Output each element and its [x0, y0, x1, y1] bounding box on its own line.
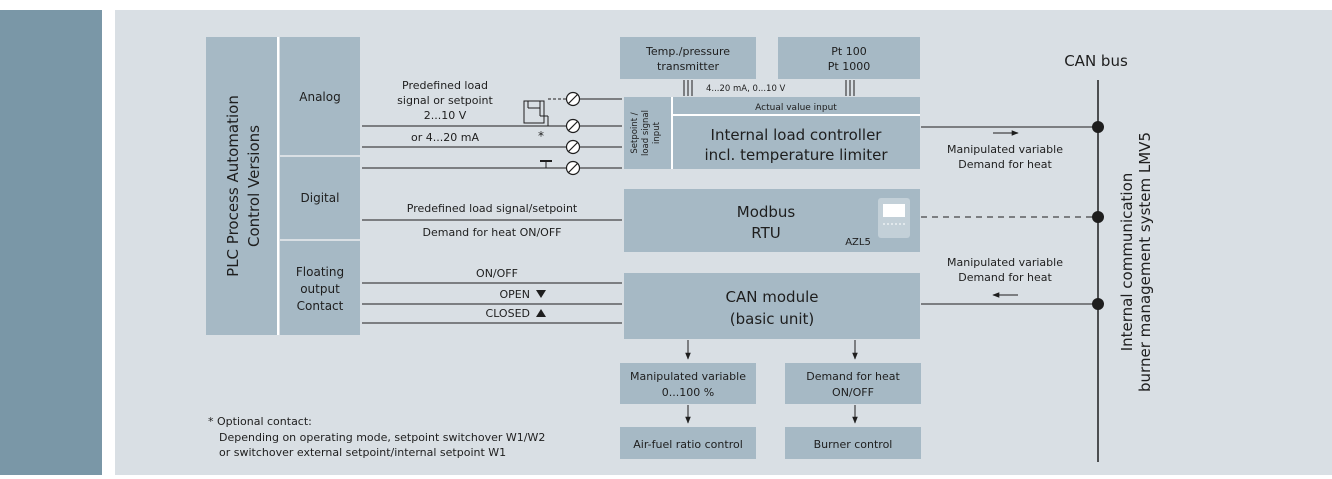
demand-box: Demand for heat ON/OFF [785, 363, 921, 404]
floating-label-3: Contact [297, 299, 344, 313]
signal-range-label: 4...20 mA, 0...10 V [706, 84, 786, 94]
demand-label-1: Demand for heat [806, 370, 900, 383]
predef-label-1: Predefined load [402, 79, 488, 92]
controller-label-2: incl. temperature limiter [704, 146, 888, 164]
can-label-2: (basic unit) [730, 310, 814, 328]
setpoint-label-3: input [652, 121, 662, 144]
burner-control-box: Burner control [785, 427, 921, 459]
output-arrows [685, 340, 858, 424]
digital-cell [280, 157, 360, 239]
optional-star: * [538, 129, 544, 143]
azl5-display-icon [878, 198, 910, 238]
sidebar-strip [0, 10, 102, 475]
footnote-line3: or switchover external setpoint/internal… [219, 446, 506, 459]
closed-label: CLOSED [486, 307, 530, 320]
terminal-icons [565, 91, 581, 176]
can-bus-label: CAN bus [1064, 52, 1128, 70]
plc-title-line1: PLC Process Automation [224, 95, 242, 277]
predef-modbus-label: Predefined load signal/setpoint [407, 202, 578, 215]
temp-pressure-box: Temp./pressure transmitter [620, 37, 756, 79]
airfuel-label: Air-fuel ratio control [633, 438, 743, 451]
azl5-label: AZL5 [845, 237, 871, 248]
mv-top-label-1: Manipulated variable [947, 143, 1063, 156]
sensor-connectors [683, 80, 855, 96]
temp-label-2: transmitter [657, 60, 719, 73]
predef-label-3: 2...10 V [424, 109, 467, 122]
load-controller-block: Actual value input Setpoint / load signa… [624, 97, 920, 169]
mv-bot-label-1: Manipulated variable [947, 256, 1063, 269]
internal-label-1: Internal communication [1118, 173, 1136, 352]
bus-node [1092, 211, 1104, 223]
closed-triangle-icon [536, 309, 546, 317]
can-bus [921, 80, 1099, 462]
footnote-line1: * Optional contact: [208, 415, 312, 428]
footnote-line2: Depending on operating mode, setpoint sw… [219, 431, 545, 444]
floating-label-2: output [300, 282, 340, 296]
pt-label-1: Pt 100 [831, 45, 866, 58]
plc-input-types: Analog Digital Floating output Contact [280, 37, 360, 335]
analog-label: Analog [299, 90, 340, 104]
plc-block: PLC Process Automation Control Versions [206, 37, 279, 335]
bus-node [1092, 298, 1104, 310]
setpoint-label-2: load signal [641, 110, 651, 156]
controller-label-1: Internal load controller [711, 126, 883, 144]
mv-bot-label-2: Demand for heat [958, 271, 1052, 284]
modbus-block: Modbus RTU AZL5 [624, 189, 920, 252]
setpoint-label-1: Setpoint / [630, 112, 640, 153]
mv-top-label-2: Demand for heat [958, 158, 1052, 171]
temp-label-1: Temp./pressure [645, 45, 730, 58]
demand-label-2: ON/OFF [832, 386, 874, 399]
bus-node [1092, 121, 1104, 133]
plc-title-line2: Control Versions [245, 125, 263, 247]
modbus-label-2: RTU [751, 224, 780, 242]
can-label-1: CAN module [726, 288, 819, 306]
manip-label-1: Manipulated variable [630, 370, 746, 383]
open-label: OPEN [500, 288, 530, 301]
digital-label: Digital [301, 191, 340, 205]
burner-label: Burner control [814, 438, 893, 451]
floating-lines [362, 282, 622, 324]
floating-label-1: Floating [296, 265, 344, 279]
open-triangle-icon [536, 290, 546, 298]
actual-value-label: Actual value input [755, 103, 837, 113]
predef-label-2: signal or setpoint [397, 94, 493, 107]
air-fuel-box: Air-fuel ratio control [620, 427, 756, 459]
floating-cell [280, 241, 360, 335]
modbus-label-1: Modbus [737, 203, 796, 221]
ma-range-label: or 4...20 mA [411, 131, 479, 144]
can-module-block: CAN module (basic unit) [624, 273, 920, 339]
demand-onoff-label: Demand for heat ON/OFF [423, 226, 562, 239]
pt-label-2: Pt 1000 [828, 60, 870, 73]
bus-nodes [1092, 121, 1104, 310]
pt-box: Pt 100 Pt 1000 [778, 37, 920, 79]
onoff-label: ON/OFF [476, 267, 518, 280]
manip-label-2: 0...100 % [662, 386, 714, 399]
analog-cell [280, 37, 360, 155]
analog-wiring [362, 98, 622, 169]
manipulated-variable-box: Manipulated variable 0...100 % [620, 363, 756, 404]
internal-label-2: burner management system LMV5 [1136, 132, 1154, 392]
